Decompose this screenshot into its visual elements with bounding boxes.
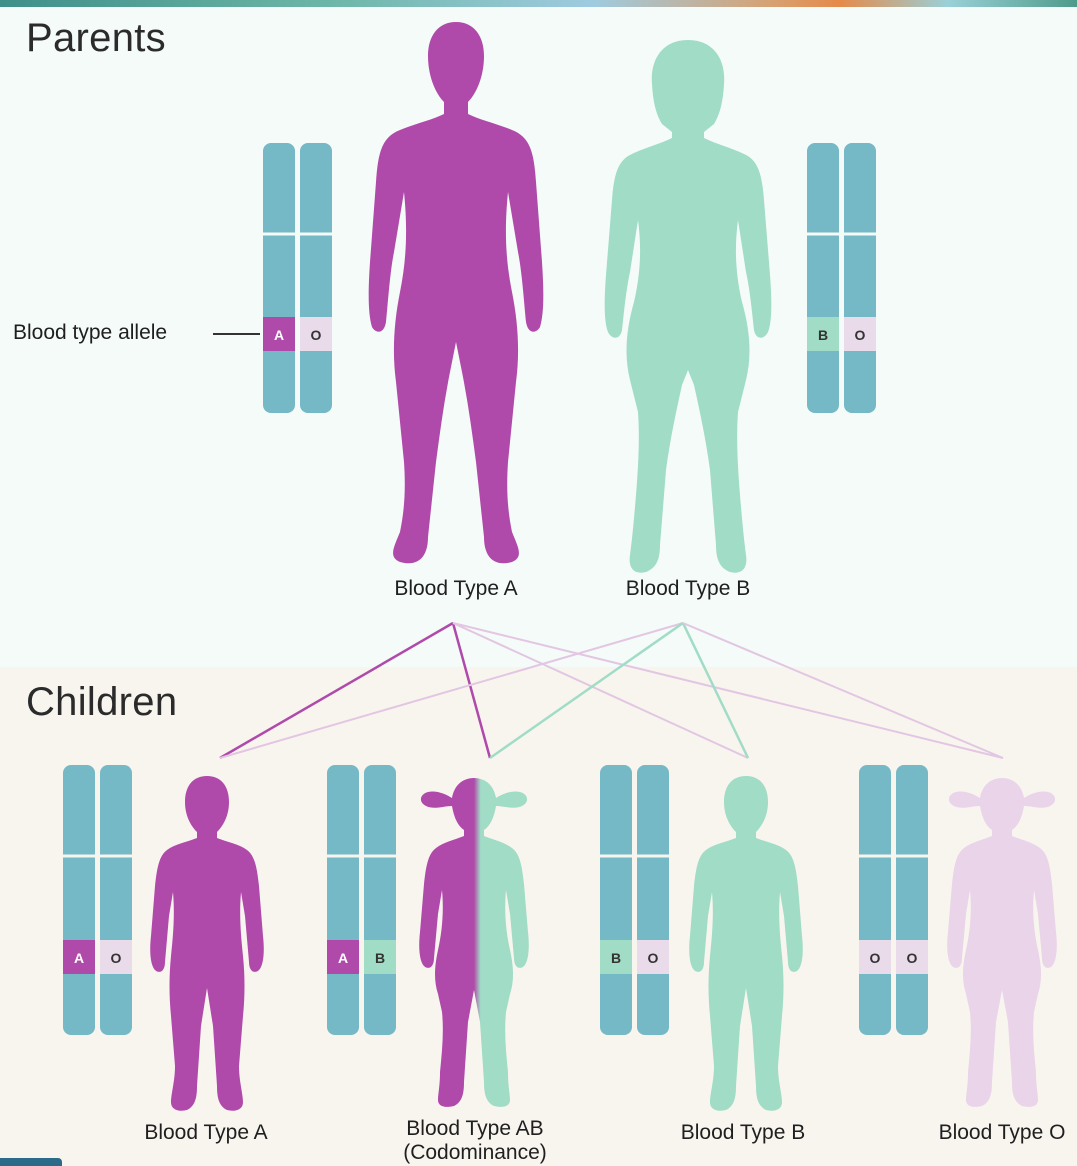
parents-title: Parents bbox=[26, 16, 166, 61]
child-ab-silhouette bbox=[419, 778, 529, 1107]
allele-label: Blood type allele bbox=[13, 321, 167, 345]
chromosome-pair-child-ab: A B bbox=[327, 765, 396, 1035]
children-title: Children bbox=[26, 680, 177, 725]
allele-text: O bbox=[111, 950, 122, 966]
line-o-to-child-a bbox=[220, 623, 683, 758]
child-b-caption: Blood Type B bbox=[681, 1121, 806, 1145]
child-a-caption: Blood Type A bbox=[144, 1121, 267, 1145]
corner-tab bbox=[0, 1158, 62, 1166]
line-a-to-child-ab bbox=[453, 623, 490, 758]
child-ab-subcaption: (Codominance) bbox=[403, 1141, 547, 1165]
father-silhouette bbox=[369, 22, 544, 563]
allele-text: A bbox=[338, 950, 348, 966]
allele-text: A bbox=[274, 327, 284, 343]
allele-text: O bbox=[855, 327, 866, 343]
child-a-silhouette bbox=[150, 776, 264, 1111]
parent-a-caption: Blood Type A bbox=[394, 577, 517, 601]
line-b-to-child-b bbox=[683, 623, 748, 758]
allele-text: B bbox=[611, 950, 621, 966]
allele-text: B bbox=[818, 327, 828, 343]
chromosome-pair-parent-b: B O bbox=[807, 143, 876, 413]
chromosome-pair-child-o: O O bbox=[859, 765, 928, 1035]
allele-text: O bbox=[870, 950, 881, 966]
allele-text: O bbox=[907, 950, 918, 966]
chromosome-pair-child-a: A O bbox=[63, 765, 132, 1035]
allele-text: O bbox=[648, 950, 659, 966]
line-o-to-child-b bbox=[453, 623, 748, 758]
child-o-caption: Blood Type O bbox=[939, 1121, 1066, 1145]
allele-text: O bbox=[311, 327, 322, 343]
child-b-silhouette bbox=[689, 776, 803, 1111]
line-b-to-child-ab bbox=[490, 623, 683, 758]
mother-silhouette bbox=[605, 40, 772, 573]
chromosome-pair-child-b: B O bbox=[600, 765, 669, 1035]
inheritance-lines bbox=[220, 623, 1003, 758]
line-a-to-child-a bbox=[220, 623, 453, 758]
parent-b-caption: Blood Type B bbox=[626, 577, 751, 601]
line-o-to-child-o bbox=[453, 623, 1003, 758]
allele-text: A bbox=[74, 950, 84, 966]
chromosome-pair-parent-a: A O bbox=[263, 143, 332, 413]
child-o-silhouette bbox=[947, 778, 1057, 1107]
allele-text: B bbox=[375, 950, 385, 966]
child-ab-caption: Blood Type AB bbox=[406, 1117, 543, 1141]
